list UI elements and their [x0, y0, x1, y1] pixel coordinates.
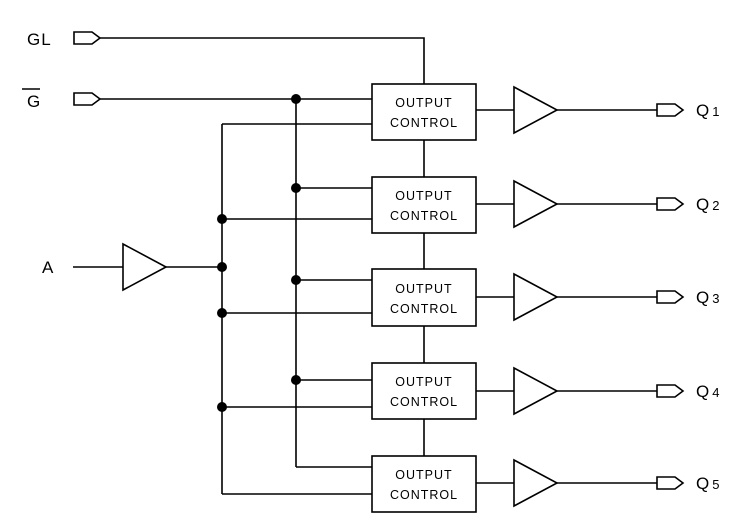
- q4-port-icon: [656, 384, 685, 398]
- q3-port-icon: [656, 290, 685, 304]
- junction-dot: [291, 183, 301, 193]
- g-bar-port-icon: [73, 92, 102, 106]
- junction-dot: [217, 262, 227, 272]
- q5-port-icon: [656, 476, 685, 490]
- junction-dot: [291, 275, 301, 285]
- q2-port-icon: [656, 197, 685, 211]
- a-label: A: [42, 258, 54, 277]
- output-control-block-5: OUTPUT CONTROL: [371, 455, 477, 513]
- output-control-block-1: OUTPUT CONTROL: [371, 83, 477, 141]
- output-buffer-icon: [513, 366, 559, 416]
- block-label-line2: CONTROL: [390, 395, 458, 409]
- output-buffer-icon: [513, 85, 559, 135]
- block-label-line1: OUTPUT: [395, 282, 452, 296]
- gl-port-icon: [73, 31, 102, 45]
- junction-dot: [217, 214, 227, 224]
- output-control-block-3: OUTPUT CONTROL: [371, 268, 477, 327]
- block-label-line2: CONTROL: [390, 302, 458, 316]
- junction-dot: [291, 375, 301, 385]
- output-control-block-4: OUTPUT CONTROL: [371, 362, 477, 420]
- junction-dot: [217, 308, 227, 318]
- input-a: A: [42, 258, 54, 277]
- input-g-bar: G: [22, 88, 102, 111]
- junctions: [217, 94, 301, 412]
- gl-label: GL: [27, 30, 52, 49]
- input-buffer-icon: [122, 242, 168, 292]
- g-bar-label: G: [27, 92, 41, 111]
- input-gl: GL: [27, 30, 102, 49]
- block-label-line2: CONTROL: [390, 209, 458, 223]
- q1-port-icon: [656, 103, 685, 117]
- output-buffer-icon: [513, 179, 559, 229]
- output-buffer-icon: [513, 458, 559, 508]
- block-label-line1: OUTPUT: [395, 96, 452, 110]
- wires: [73, 37, 657, 495]
- block-label-line2: CONTROL: [390, 116, 458, 130]
- output-buffer-icon: [513, 272, 559, 322]
- output-control-block-2: OUTPUT CONTROL: [371, 176, 477, 234]
- block-label-line1: OUTPUT: [395, 189, 452, 203]
- junction-dot: [291, 94, 301, 104]
- block-label-line1: OUTPUT: [395, 468, 452, 482]
- junction-dot: [217, 402, 227, 412]
- block-label-line2: CONTROL: [390, 488, 458, 502]
- block-label-line1: OUTPUT: [395, 375, 452, 389]
- gl-wire: [100, 37, 425, 84]
